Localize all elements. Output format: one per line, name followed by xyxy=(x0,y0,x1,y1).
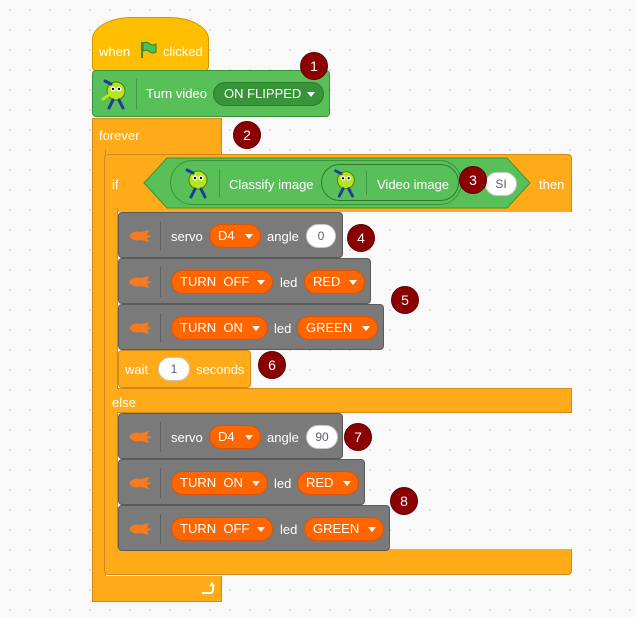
compare-value-input[interactable]: SI xyxy=(485,172,517,196)
ml-character-icon xyxy=(185,168,208,199)
servo-angle-input[interactable]: 90 xyxy=(306,425,338,449)
video-image-reporter[interactable]: Video image xyxy=(321,164,459,201)
forever-block-bottom[interactable] xyxy=(92,576,222,602)
chevron-down-icon xyxy=(343,481,351,486)
clicked-label: clicked xyxy=(163,44,203,59)
if-label: if xyxy=(112,177,119,192)
chevron-down-icon xyxy=(252,481,260,486)
chevron-down-icon xyxy=(245,435,253,440)
seconds-label: seconds xyxy=(196,362,245,377)
wait-label: wait xyxy=(125,362,149,377)
step-badge-7: 7 xyxy=(344,423,372,451)
when-label: when xyxy=(99,44,131,59)
step-badge-8: 8 xyxy=(390,487,418,515)
led-color-dropdown[interactable]: GREEN xyxy=(297,316,378,340)
led-label: led xyxy=(280,522,298,537)
chevron-down-icon xyxy=(349,280,357,285)
video-mode-dropdown[interactable]: ON FLIPPED xyxy=(213,82,324,106)
forever-block-top[interactable] xyxy=(92,118,222,154)
wait-block[interactable]: wait 1 seconds xyxy=(118,350,251,388)
servo-icon xyxy=(129,276,152,288)
chevron-down-icon xyxy=(245,234,253,239)
chevron-down-icon xyxy=(368,527,376,532)
led-label: led xyxy=(280,275,298,290)
servo-icon xyxy=(129,230,152,242)
servo-pin-dropdown[interactable]: D4 xyxy=(209,425,261,449)
led-state-dropdown[interactable]: TURN OFF xyxy=(171,517,273,541)
led-block-2[interactable]: TURN ON led GREEN xyxy=(118,304,384,350)
if-block-arm xyxy=(104,208,118,563)
else-label: else xyxy=(112,395,136,410)
servo-icon xyxy=(129,477,152,489)
step-badge-5: 5 xyxy=(391,286,419,314)
video-image-label: Video image xyxy=(377,177,450,192)
led-color-dropdown[interactable]: RED xyxy=(304,270,365,294)
then-label: then xyxy=(539,177,565,192)
led-state-dropdown[interactable]: TURN ON xyxy=(171,316,268,340)
ml-character-icon xyxy=(334,169,355,198)
chevron-down-icon xyxy=(307,92,315,97)
servo-block-1[interactable]: servo D4 angle 0 xyxy=(118,212,343,258)
step-badge-2: 2 xyxy=(233,121,261,149)
servo-pin-dropdown[interactable]: D4 xyxy=(209,224,261,248)
servo-angle-input[interactable]: 0 xyxy=(306,224,336,248)
led-state-dropdown[interactable]: TURN OFF xyxy=(171,270,273,294)
ml-character-icon xyxy=(101,79,126,110)
step-badge-1: 1 xyxy=(300,52,328,80)
classify-image-reporter[interactable]: Classify image Video image xyxy=(170,160,462,205)
repeat-arrow-icon xyxy=(202,582,215,594)
wait-seconds-input[interactable]: 1 xyxy=(158,357,190,381)
servo-label: servo xyxy=(171,229,203,244)
chevron-down-icon xyxy=(252,326,260,331)
step-badge-4: 4 xyxy=(347,224,375,252)
if-block-bottom xyxy=(104,549,572,575)
turn-video-label: Turn video xyxy=(146,86,207,101)
servo-block-2[interactable]: servo D4 angle 90 xyxy=(118,413,343,459)
led-label: led xyxy=(274,476,292,491)
step-badge-3: 3 xyxy=(459,166,487,194)
led-label: led xyxy=(274,321,292,336)
servo-icon xyxy=(129,322,152,334)
turn-video-block[interactable]: Turn video ON FLIPPED xyxy=(92,70,330,117)
servo-icon xyxy=(129,523,152,535)
chevron-down-icon xyxy=(257,280,265,285)
green-flag-icon xyxy=(141,41,157,58)
led-state-dropdown[interactable]: TURN ON xyxy=(171,471,268,495)
led-color-dropdown[interactable]: RED xyxy=(297,471,359,495)
led-block-4[interactable]: TURN OFF led GREEN xyxy=(118,505,390,551)
servo-icon xyxy=(129,431,152,443)
led-color-dropdown[interactable]: GREEN xyxy=(304,517,384,541)
led-block-1[interactable]: TURN OFF led RED xyxy=(118,258,371,304)
led-block-3[interactable]: TURN ON led RED xyxy=(118,459,365,505)
when-flag-clicked-block[interactable]: when clicked xyxy=(92,17,209,71)
forever-label: forever xyxy=(99,128,140,143)
classify-image-label: Classify image xyxy=(229,177,314,192)
else-bar xyxy=(117,388,572,413)
chevron-down-icon xyxy=(362,326,370,331)
servo-label: servo xyxy=(171,430,203,445)
angle-label: angle xyxy=(267,430,299,445)
angle-label: angle xyxy=(267,229,299,244)
step-badge-6: 6 xyxy=(258,351,286,379)
chevron-down-icon xyxy=(257,527,265,532)
